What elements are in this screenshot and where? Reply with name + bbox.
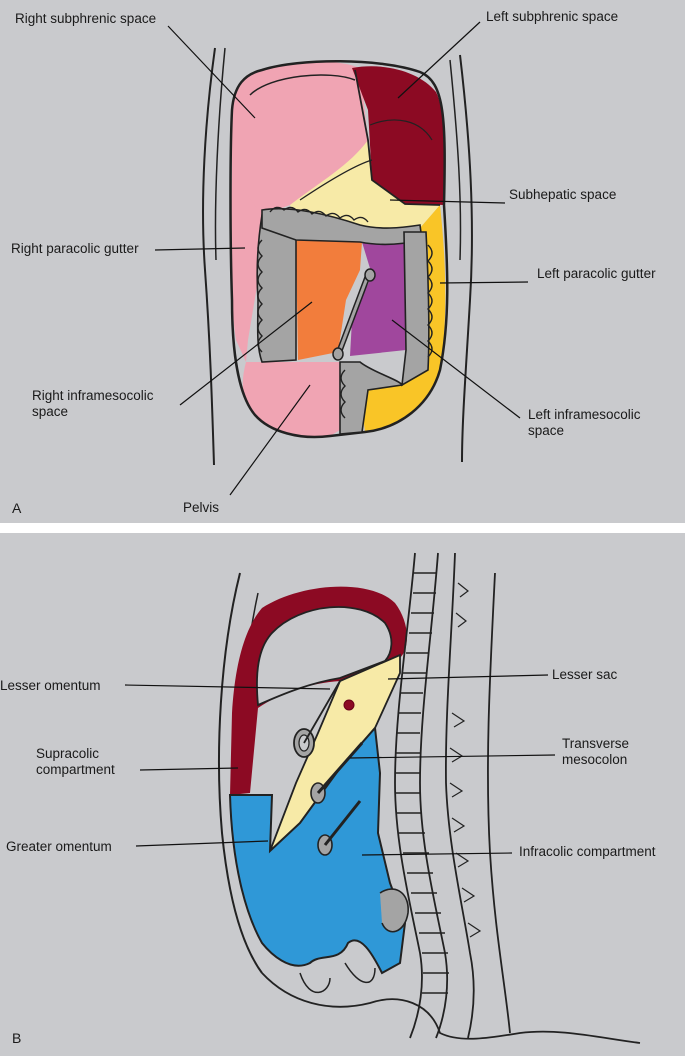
label-supracolic: Supracolic compartment [36,746,115,777]
panel-a-diagram [154,21,529,496]
right-paracolic-region [230,175,262,362]
label-right-inframesocolic: Right inframesocolic space [32,388,154,419]
label-infracolic: Infracolic compartment [519,844,656,859]
right-subphrenic-region [232,61,368,216]
spinous-processes [449,582,482,938]
left-inframesocolic-region [350,236,406,356]
label-subhepatic: Subhepatic space [509,187,617,202]
spine [394,552,511,1039]
body-outline-left-inner [214,47,226,261]
left-subphrenic-region [352,66,445,205]
colon [256,207,430,435]
panel-letter-a: A [12,500,22,516]
label-left-paracolic: Left paracolic gutter [537,266,656,281]
infracolic-region [228,725,407,975]
label-right-subphrenic: Right subphrenic space [15,11,157,26]
label-lesser-omentum: Lesser omentum [0,678,101,693]
label-left-inframesocolic: Left inframesocolic space [528,407,641,438]
peritoneum-outline [229,59,449,439]
label-lesser-sac: Lesser sac [552,667,618,682]
right-inframesocolic-region [296,240,362,360]
label-left-subphrenic: Left subphrenic space [486,9,619,24]
panel-letter-b: B [12,1030,22,1046]
body-outline-right [459,54,473,463]
vertebrae [395,572,449,994]
subhepatic-region [290,140,440,239]
label-pelvis: Pelvis [183,500,220,515]
body-outline-right-inner [449,59,462,261]
label-transverse-mesocolon: Transverse mesocolon [562,736,630,767]
leader-lines [154,21,529,496]
left-paracolic-region [360,205,446,432]
pelvis-region [242,362,340,438]
label-right-paracolic: Right paracolic gutter [11,241,139,256]
anterior-wall-outline [218,572,263,974]
body-outline-left [202,47,216,466]
leader-lines-b [124,674,556,856]
pelvic-outline [261,972,641,1044]
panel-b-diagram [124,552,641,1044]
panel-b: Lesser omentum Lesser sac Supracolic com… [0,533,685,1056]
label-greater-omentum: Greater omentum [6,839,112,854]
panel-a: Right subphrenic space Left subphrenic s… [0,0,685,523]
